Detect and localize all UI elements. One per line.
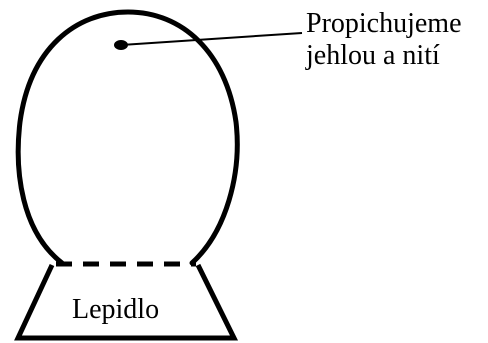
callout-line-1: Propichujeme (306, 8, 462, 39)
stand-trapezoid (14, 263, 239, 341)
callout-line-2: jehlou a nití (306, 40, 440, 72)
stand-label: Lepidlo (72, 294, 160, 325)
callout-label: Propichujeme jehlou a nití (306, 8, 462, 72)
callout-leader-line (120, 32, 303, 46)
egg-outline (15, 9, 240, 266)
